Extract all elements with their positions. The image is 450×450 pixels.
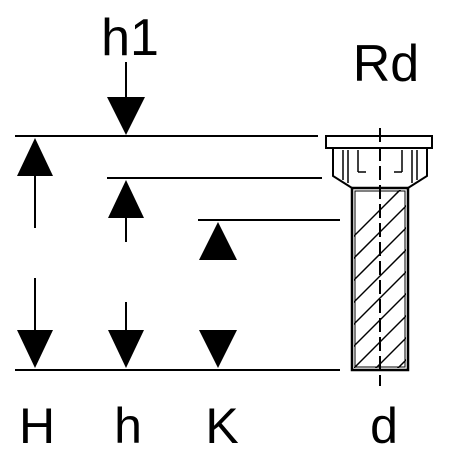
h-label: h	[114, 398, 142, 450]
k-label: K	[205, 398, 238, 450]
h-total-up-arrow-icon	[17, 138, 53, 228]
d-label: d	[370, 398, 398, 450]
h-total-label: H	[19, 398, 55, 450]
h-total-down-arrow-icon	[17, 278, 53, 368]
h1-arrow-icon	[107, 62, 145, 135]
collar-ridges	[342, 150, 418, 183]
h-down-arrow-icon	[108, 302, 144, 368]
k-down-arrow-icon	[199, 330, 237, 368]
h-up-arrow-icon	[108, 180, 144, 242]
rd-label: Rd	[353, 35, 419, 93]
pipe-fitting-drawing	[325, 128, 433, 386]
h1-label: h1	[101, 9, 159, 67]
k-up-arrow-icon	[199, 222, 237, 260]
